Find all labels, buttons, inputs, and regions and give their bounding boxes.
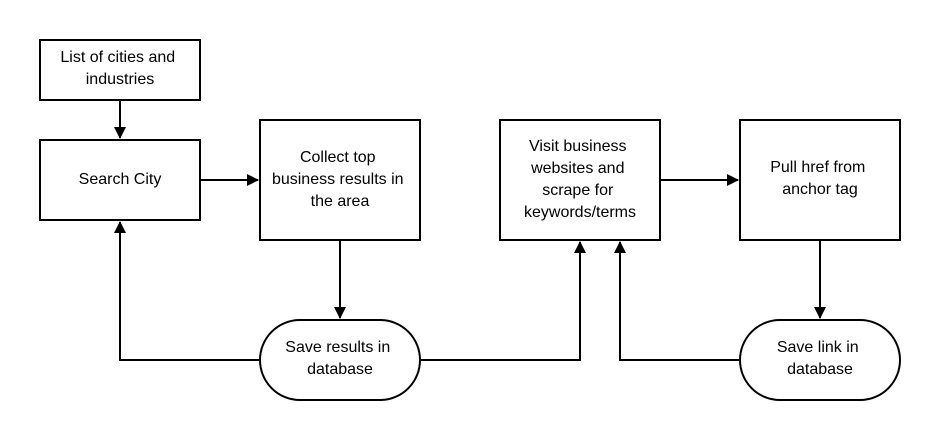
node-save-link-label: Save link in database <box>777 339 863 378</box>
node-search-city-line: Search City <box>79 171 162 188</box>
node-visit-websites-line: scrape for <box>542 182 614 199</box>
node-list-cities-box <box>39 39 201 101</box>
node-save-results-line: database <box>307 361 373 378</box>
node-save-link-line: database <box>787 361 853 378</box>
node-list-cities-label: List of cities and industries <box>60 49 179 88</box>
node-visit-websites-line: keywords/terms <box>524 204 636 221</box>
node-save-link-line: Save link in <box>777 339 859 356</box>
edge-save-results-to-search <box>114 221 260 361</box>
node-list-cities-line: industries <box>86 71 154 88</box>
node-pull-href-line: Pull href from <box>770 159 865 176</box>
node-collect-results-line: Collect top <box>300 149 376 166</box>
node-search-city-box <box>39 139 201 221</box>
node-collect-results-box <box>259 119 421 241</box>
node-search-city-label: Search City <box>79 171 162 188</box>
node-save-results-label: Save results in database <box>285 339 394 378</box>
node-collect-results-line: business results in <box>272 171 404 188</box>
node-visit-websites-line: websites and <box>530 160 624 177</box>
node-collect-results-line: the area <box>311 193 370 210</box>
node-collect-results-label: Collect top business results in the area <box>272 149 408 210</box>
node-pull-href-box <box>739 119 901 241</box>
node-pull-href-line: anchor tag <box>782 181 858 198</box>
node-visit-websites-line: Visit business <box>529 138 627 155</box>
node-list-cities-line: List of cities and <box>60 49 175 66</box>
node-save-link-box <box>739 319 901 401</box>
node-save-results-box <box>259 319 421 401</box>
node-visit-websites-label: Visit business websites and scrape for k… <box>524 138 636 221</box>
nodes <box>39 39 901 401</box>
node-pull-href-label: Pull href from anchor tag <box>770 159 870 198</box>
edge-save-link-to-visit <box>614 241 740 361</box>
node-visit-websites-box <box>499 119 661 241</box>
node-save-results-line: Save results in <box>285 339 390 356</box>
edges <box>114 100 826 361</box>
edge-save-results-to-visit <box>420 241 586 361</box>
labels: List of cities and industries Search Cit… <box>60 49 870 378</box>
